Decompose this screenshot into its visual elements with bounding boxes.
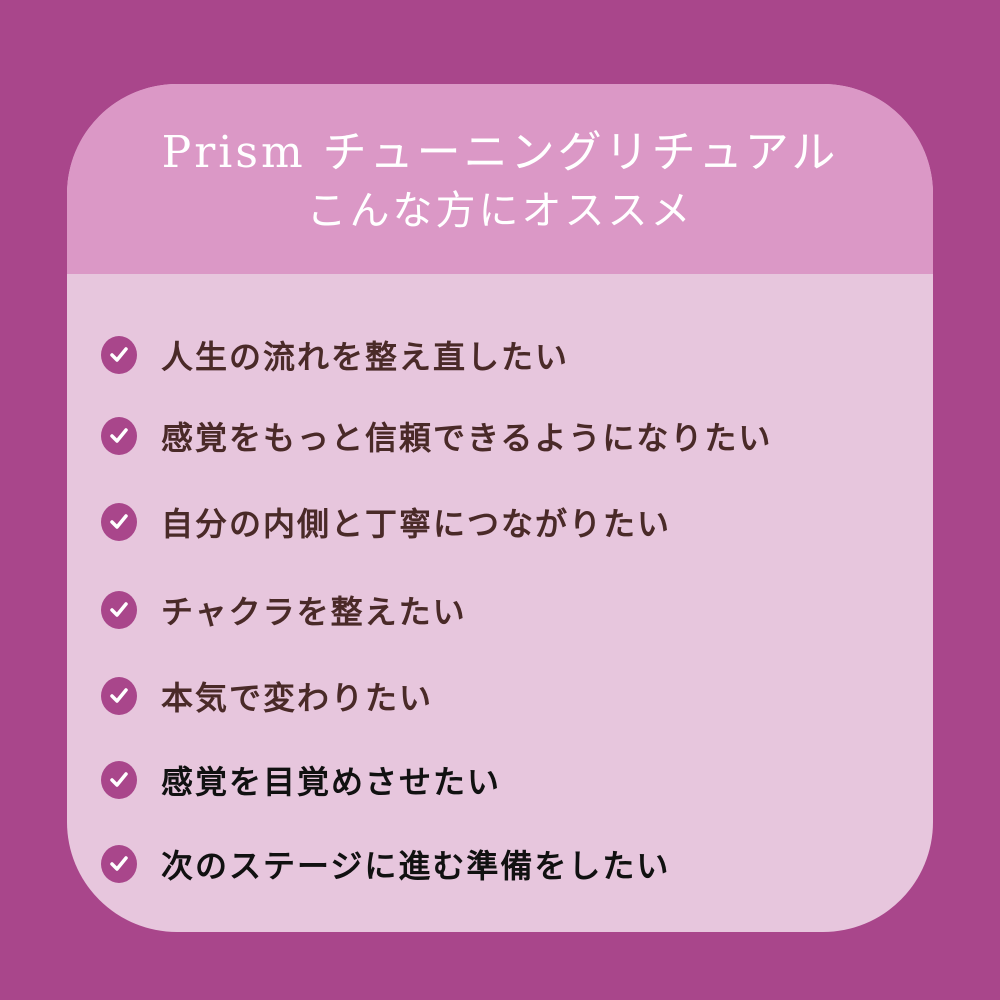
check-circle-icon [101, 591, 137, 629]
list-item: 本気で変わりたい [101, 654, 772, 738]
check-circle-icon [101, 503, 137, 541]
check-circle-icon [101, 336, 137, 374]
list-item-label: 本気で変わりたい [161, 679, 434, 717]
list-item: 人生の流れを整え直したい [101, 316, 772, 394]
check-circle-icon [101, 761, 137, 799]
list-item: 自分の内側と丁寧につながりたい [101, 478, 772, 566]
check-circle-icon [101, 677, 137, 715]
check-circle-icon [101, 417, 137, 455]
list-item: 感覚をもっと信頼できるようになりたい [101, 394, 772, 478]
list-item-label: 感覚をもっと信頼できるようになりたい [161, 419, 773, 457]
check-circle-icon [101, 845, 137, 883]
list-item-label: 自分の内側と丁寧につながりたい [161, 505, 672, 543]
recommendation-list: 人生の流れを整え直したい 感覚をもっと信頼できるようになりたい 自分の内側と丁寧… [101, 316, 772, 906]
list-item-label: 感覚を目覚めさせたい [161, 763, 502, 801]
list-item: 感覚を目覚めさせたい [101, 738, 772, 822]
card-header: Prism チューニングリチュアル こんな方にオススメ [67, 84, 933, 274]
list-item-label: チャクラを整えたい [161, 593, 467, 631]
list-item-label: 人生の流れを整え直したい [161, 338, 570, 376]
title-line-2: こんな方にオススメ [306, 188, 694, 234]
title-line-1: Prism チューニングリチュアル [161, 127, 839, 178]
list-item: 次のステージに進む準備をしたい [101, 822, 772, 906]
list-item: チャクラを整えたい [101, 566, 772, 654]
recommendation-card: Prism チューニングリチュアル こんな方にオススメ 人生の流れを整え直したい… [67, 84, 933, 932]
list-item-label: 次のステージに進む準備をしたい [161, 847, 671, 885]
